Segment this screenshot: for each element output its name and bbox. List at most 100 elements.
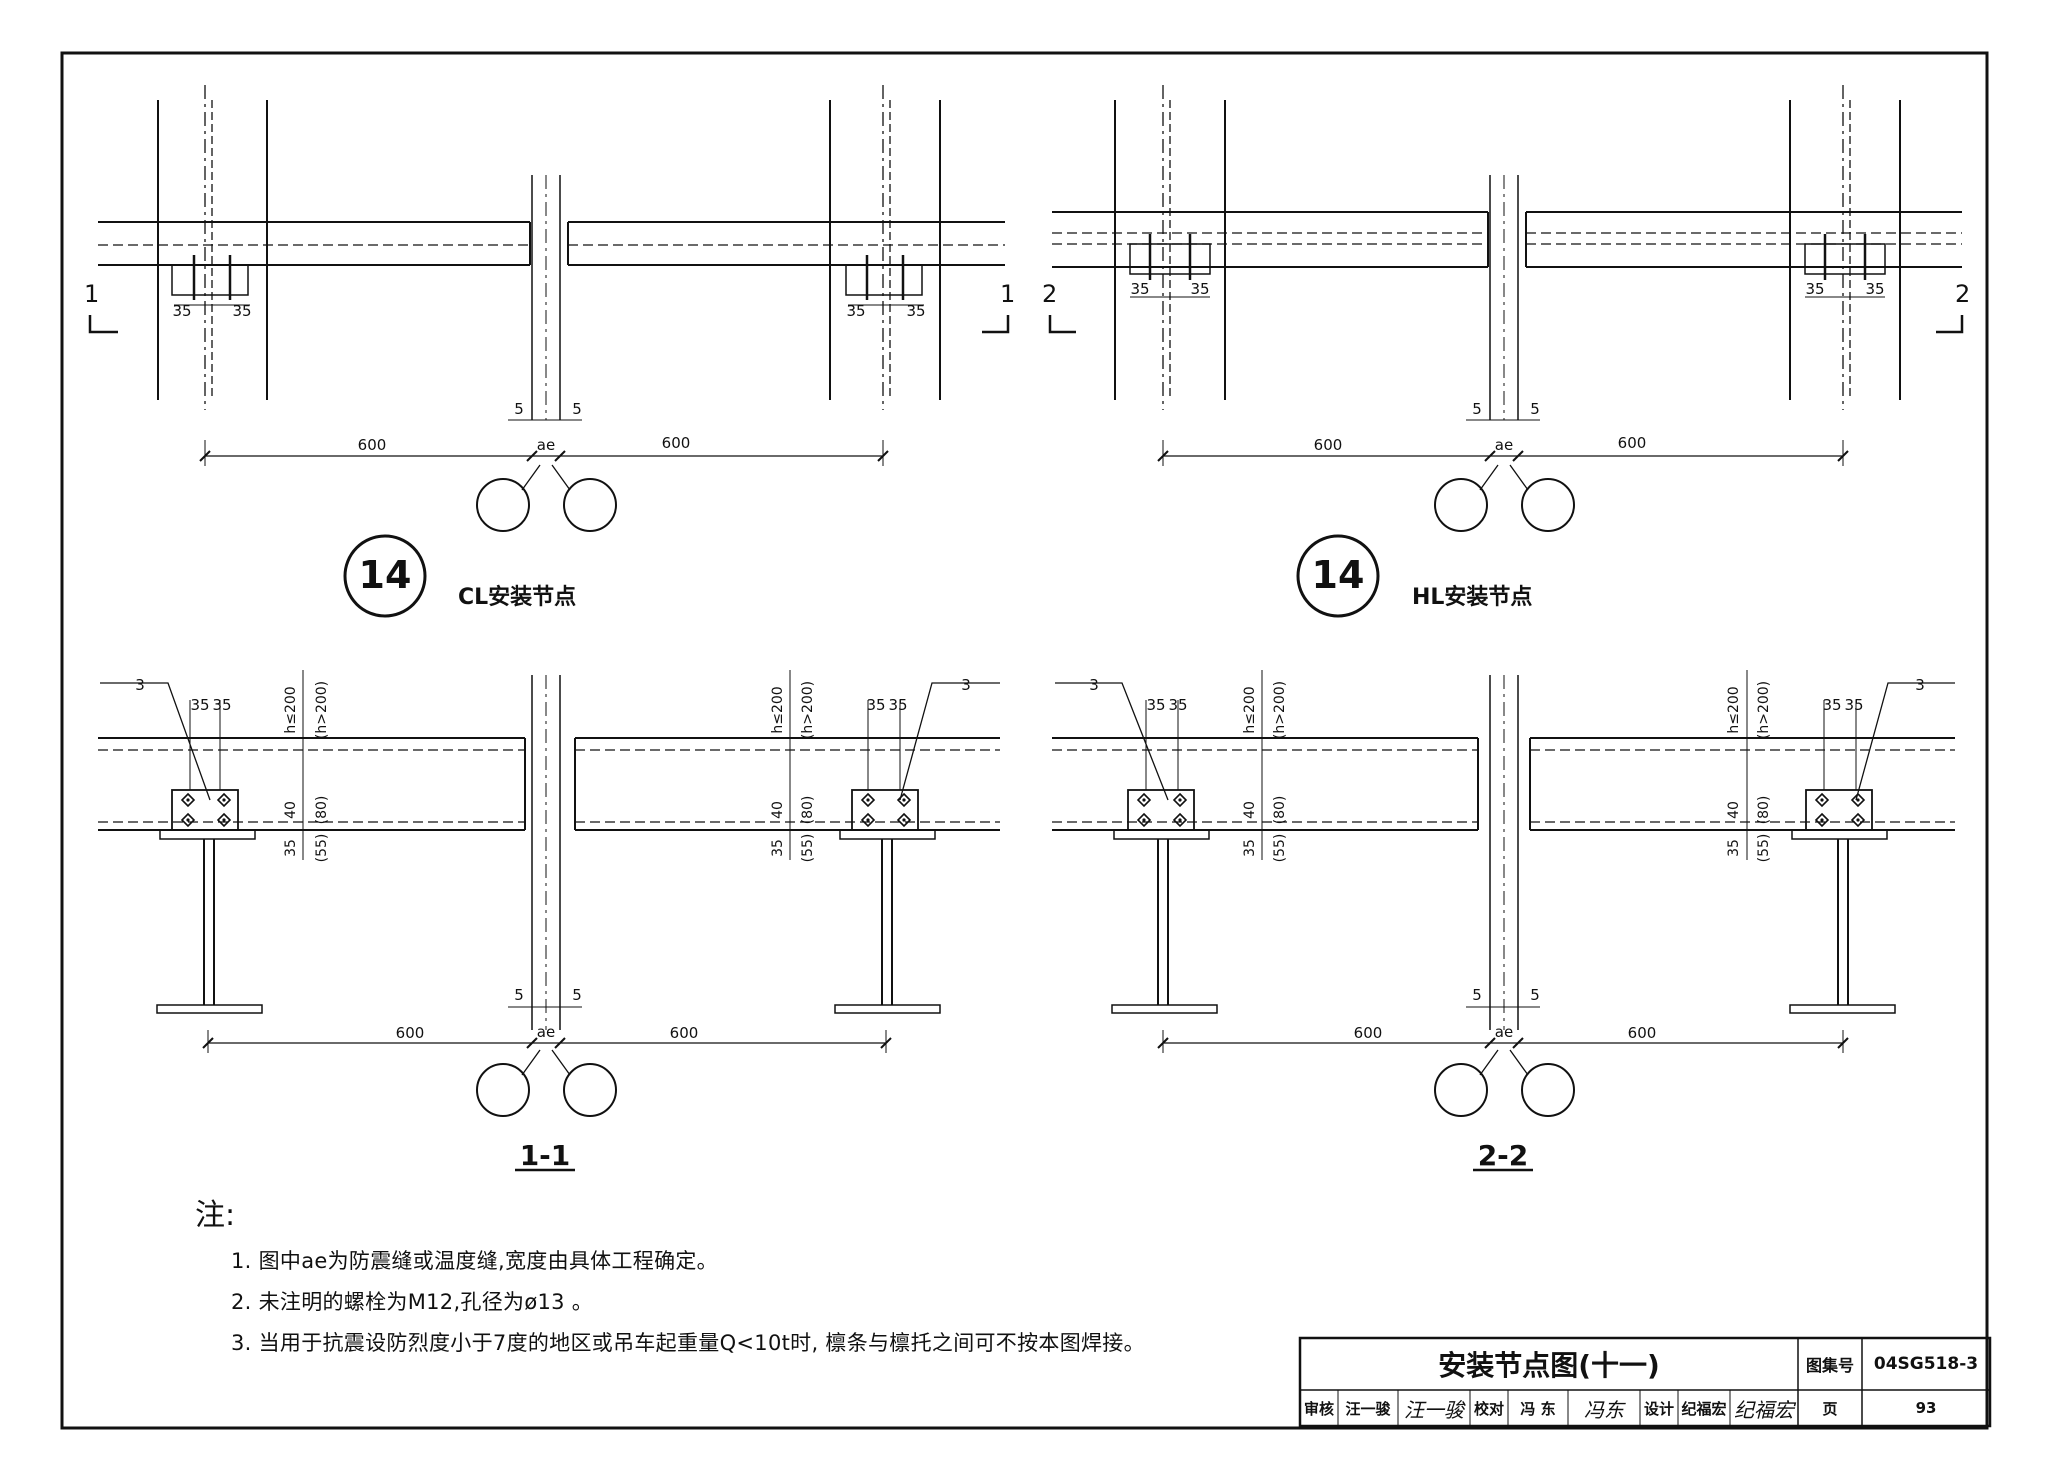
dim-bolt: 35	[190, 696, 209, 714]
section-2-2-label: 2-2	[1478, 1139, 1529, 1172]
dim-joint: ae	[1495, 436, 1513, 454]
dim-span: 600	[1354, 1024, 1383, 1042]
dim-55: (55)	[1272, 834, 1288, 863]
page-label: 页	[1822, 1399, 1838, 1418]
dim-bolt: 35	[1146, 696, 1165, 714]
dim-bolt: 35	[212, 696, 231, 714]
dim-bolt: 35	[906, 302, 925, 320]
weld-size: 3	[961, 676, 971, 694]
section-1-1	[98, 670, 1000, 1172]
dim-joint: ae	[1495, 1023, 1513, 1041]
dim-gap: 5	[514, 400, 524, 418]
reviewer-signature: 汪一骏	[1404, 1397, 1464, 1422]
note-item-1: 1. 图中ae为防震缝或温度缝,宽度由具体工程确定。	[231, 1249, 718, 1273]
check-label: 校对	[1473, 1399, 1504, 1418]
dim-55: (55)	[314, 834, 330, 863]
hl-node-label: HL安装节点	[1412, 584, 1532, 610]
title-block: 安装节点图(十一) 图集号 04SG518-3 审核 汪一骏 汪一骏 校对 冯 …	[1300, 1338, 1990, 1426]
dim-h-le: h≤200	[283, 686, 299, 733]
hl-node-plan	[1048, 85, 1964, 618]
reviewer-name: 汪一骏	[1345, 1399, 1391, 1418]
dim-gap: 5	[1472, 986, 1482, 1004]
dim-55: (55)	[800, 834, 816, 863]
dim-80: (80)	[314, 796, 330, 825]
designer-name: 纪福宏	[1681, 1399, 1727, 1418]
dim-40: 40	[1726, 801, 1742, 819]
dim-span: 600	[396, 1024, 425, 1042]
dim-bolt: 35	[1190, 280, 1209, 298]
note-item-2: 2. 未注明的螺栓为M12,孔径为ø13 。	[231, 1290, 594, 1314]
dim-35: 35	[283, 839, 299, 857]
dim-35: 35	[1726, 839, 1742, 857]
dim-gap: 5	[572, 986, 582, 1004]
cl-node-number: 14	[359, 553, 412, 597]
design-label: 设计	[1643, 1399, 1674, 1418]
cl-node-plan	[88, 85, 1010, 618]
atlas-label: 图集号	[1805, 1356, 1854, 1375]
dim-joint: ae	[537, 1023, 555, 1041]
notes-title: 注:	[195, 1198, 236, 1233]
title-block-grid	[1298, 1336, 1992, 1428]
dim-bolt: 35	[1844, 696, 1863, 714]
section-mark-1-right: 1	[1000, 280, 1015, 308]
weld-size: 3	[135, 676, 145, 694]
dim-gap: 5	[1530, 400, 1540, 418]
section-mark-2-right: 2	[1955, 280, 1970, 308]
dim-span: 600	[1314, 436, 1343, 454]
dim-h-gt: (h>200)	[800, 681, 816, 739]
dim-bolt: 35	[1130, 280, 1149, 298]
dim-h-le: h≤200	[1726, 686, 1742, 733]
hl-node-number: 14	[1312, 553, 1365, 597]
dim-bolt: 35	[1805, 280, 1824, 298]
weld-size: 3	[1915, 676, 1925, 694]
dim-h-le: h≤200	[1242, 686, 1258, 733]
sheet-border	[60, 51, 1989, 1430]
dim-span: 600	[670, 1024, 699, 1042]
notes: 注: 1. 图中ae为防震缝或温度缝,宽度由具体工程确定。 2. 未注明的螺栓为…	[195, 1190, 1295, 1357]
dim-40: 40	[283, 801, 299, 819]
dim-bolt: 35	[1865, 280, 1884, 298]
weld-size: 3	[1089, 676, 1099, 694]
dim-35: 35	[770, 839, 786, 857]
section-2-2	[1052, 670, 1955, 1172]
dim-bolt: 35	[1168, 696, 1187, 714]
atlas-number: 04SG518-3	[1873, 1354, 1979, 1374]
dim-35: 35	[1242, 839, 1258, 857]
dim-span: 600	[662, 434, 691, 452]
dim-joint: ae	[537, 436, 555, 454]
page-number: 93	[1915, 1399, 1937, 1417]
designer-signature: 纪福宏	[1734, 1397, 1794, 1422]
dim-gap: 5	[572, 400, 582, 418]
dim-bolt: 35	[846, 302, 865, 320]
dim-bolt: 35	[1822, 696, 1841, 714]
dim-bolt: 35	[172, 302, 191, 320]
dim-span: 600	[1618, 434, 1647, 452]
dim-gap: 5	[1530, 986, 1540, 1004]
dim-h-gt: (h>200)	[314, 681, 330, 739]
dim-80: (80)	[1272, 796, 1288, 825]
dim-80: (80)	[800, 796, 816, 825]
section-1-1-label: 1-1	[520, 1139, 571, 1172]
dim-h-gt: (h>200)	[1756, 681, 1772, 739]
dim-span: 600	[358, 436, 387, 454]
dim-80: (80)	[1756, 796, 1772, 825]
note-item-3: 3. 当用于抗震设防烈度小于7度的地区或吊车起重量Q<10t时, 檩条与檩托之间…	[231, 1331, 1145, 1355]
cl-node-label: CL安装节点	[458, 584, 576, 610]
checker-signature: 冯东	[1584, 1397, 1624, 1422]
section-mark-2-left: 2	[1042, 280, 1057, 308]
section-mark-1-left: 1	[84, 280, 99, 308]
dim-bolt: 35	[888, 696, 907, 714]
dim-h-gt: (h>200)	[1272, 681, 1288, 739]
dim-55: (55)	[1756, 834, 1772, 863]
dim-gap: 5	[514, 986, 524, 1004]
review-label: 审核	[1303, 1399, 1334, 1418]
dim-40: 40	[770, 801, 786, 819]
dim-h-le: h≤200	[770, 686, 786, 733]
dim-bolt: 35	[232, 302, 251, 320]
dim-gap: 5	[1472, 400, 1482, 418]
drawing-title: 安装节点图(十一)	[1438, 1349, 1660, 1382]
dim-span: 600	[1628, 1024, 1657, 1042]
checker-name: 冯 东	[1520, 1399, 1556, 1418]
dim-bolt: 35	[866, 696, 885, 714]
